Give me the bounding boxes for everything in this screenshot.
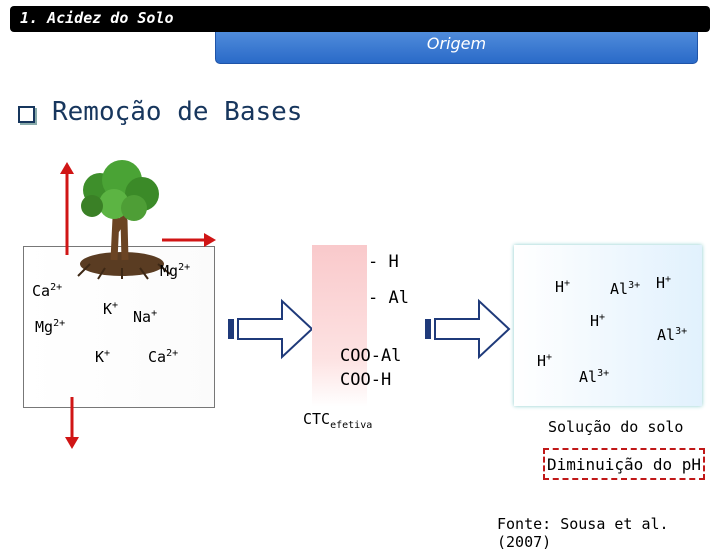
ph-decrease-box: Diminuição do pH — [543, 448, 705, 480]
ion-mg-right: Mg2+ — [160, 262, 191, 280]
right-arrow-icon — [162, 233, 216, 247]
ion-al-1: Al3+ — [610, 280, 641, 298]
source-citation: Fonte: Sousa et al. (2007) — [497, 515, 669, 551]
down-arrow-icon — [65, 397, 79, 449]
ion-mg-left: Mg2+ — [35, 318, 66, 336]
bullet-heading: Remoção de Bases — [52, 97, 303, 127]
ion-k-mid: K+ — [103, 300, 119, 318]
ion-al-3: Al3+ — [579, 368, 610, 386]
ion-na: Na+ — [133, 308, 158, 326]
up-arrow-icon — [60, 162, 74, 255]
block-arrow-right-icon — [425, 298, 511, 360]
ion-al-2: Al3+ — [657, 326, 688, 344]
section-title: 1. Acidez do Solo — [20, 9, 174, 27]
ctc-label-h: - H — [368, 252, 399, 272]
tree-icon — [77, 160, 171, 280]
ion-ca-left: Ca2+ — [32, 282, 63, 300]
origin-label: Origem — [426, 33, 487, 53]
ion-h-4: H+ — [537, 352, 553, 370]
ctc-label-coo-h: COO-H — [340, 370, 392, 390]
ion-h-2: H+ — [656, 274, 672, 292]
ion-k-low: K+ — [95, 348, 111, 366]
ctc-label-al: - Al — [368, 288, 409, 308]
ion-ca-low: Ca2+ — [148, 348, 179, 366]
bullet-checkbox-icon — [18, 106, 35, 123]
ctc-bar — [312, 245, 367, 407]
ctc-caption: CTCefetiva — [303, 410, 373, 431]
block-arrow-left-icon — [228, 298, 314, 360]
ion-h-3: H+ — [590, 312, 606, 330]
ion-h-1: H+ — [555, 278, 571, 296]
soil-solution-box — [514, 245, 702, 406]
solution-caption: Solução do solo — [548, 418, 684, 436]
ctc-label-coo-al: COO-Al — [340, 346, 402, 366]
top-title-bar — [10, 6, 710, 32]
